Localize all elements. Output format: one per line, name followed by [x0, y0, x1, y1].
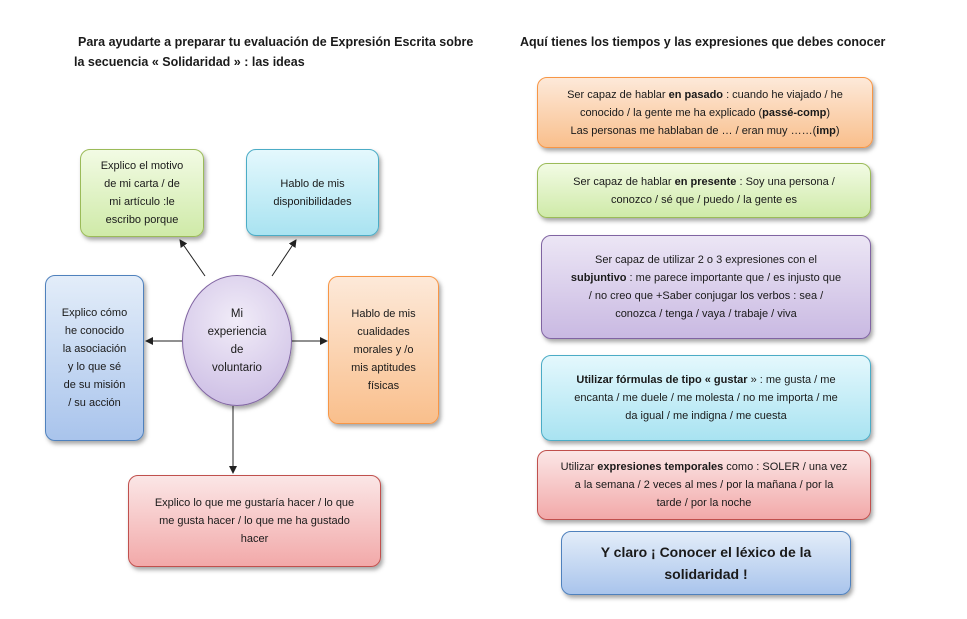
expr-pasado-line-2: conocido / la gente me ha explicado (pas… — [579, 106, 831, 119]
expr-presente-line-2: conozco / sé que / puedo / la gente es — [611, 193, 797, 206]
idea-gustaria-line-3: hacer — [240, 533, 269, 545]
idea-disponibilidades: Hablo de mis disponibilidades — [246, 149, 379, 236]
idea-motivo: Explico el motivo de mi carta / de mi ar… — [80, 149, 204, 237]
idea-disponibilidades-line-1: Hablo de mis — [280, 177, 345, 190]
expr-temporales: Utilizar expresiones temporales como : S… — [537, 450, 871, 520]
expr-lexico: Y claro ¡ Conocer el léxico de la solida… — [561, 531, 851, 595]
expr-temporales-line-2: a la semana / 2 veces al mes / por la ma… — [574, 479, 834, 491]
idea-cualidades: Hablo de mis cualidades morales y /o mis… — [328, 276, 439, 424]
center-line-4: voluntario — [212, 361, 262, 374]
expr-subjuntivo-line-2: subjuntivo : me parece importante que / … — [570, 272, 842, 284]
idea-asociacion-line-2: he conocido — [64, 325, 125, 337]
right-title: Aquí tienes los tiempos y las expresione… — [520, 32, 900, 52]
right-title-text: Aquí tienes los tiempos y las expresione… — [520, 35, 886, 49]
idea-gustaria-line-2: me gusta hacer / lo que me ha gustado — [159, 515, 350, 527]
idea-motivo-line-2: de mi carta / de — [104, 178, 180, 190]
expr-subjuntivo-line-4: conozca / tenga / vaya / trabaje / viva — [615, 308, 797, 320]
center-experiencia: Mi experiencia de voluntario — [182, 275, 292, 406]
expr-subjuntivo-line-1: Ser capaz de utilizar 2 o 3 expresiones … — [595, 254, 817, 266]
expr-gustar-line-2: encanta / me duele / me molesta / no me … — [574, 392, 838, 404]
expr-subjuntivo-line-3: / no creo que +Saber conjugar los verbos… — [588, 290, 824, 302]
idea-cualidades-line-4: mis aptitudes — [351, 362, 416, 374]
idea-asociacion-line-5: de su misión — [63, 379, 126, 391]
expr-temporales-line-1: Utilizar expresiones temporales como : S… — [560, 461, 848, 473]
idea-cualidades-line-5: físicas — [367, 380, 400, 392]
expr-subjuntivo: Ser capaz de utilizar 2 o 3 expresiones … — [541, 235, 871, 339]
arrow-to-top-left — [179, 239, 206, 277]
idea-cualidades-line-1: Hablo de mis — [351, 308, 416, 320]
idea-asociacion-line-1: Explico cómo — [61, 307, 128, 319]
expr-gustar: Utilizar fórmulas de tipo « gustar » : m… — [541, 355, 871, 441]
expr-gustar-line-1: Utilizar fórmulas de tipo « gustar » : m… — [576, 374, 836, 386]
arrow-to-top-right — [271, 239, 297, 277]
idea-motivo-line-1: Explico el motivo — [100, 160, 184, 172]
idea-gustaria-hacer: Explico lo que me gustaría hacer / lo qu… — [128, 475, 381, 567]
left-title-line-1: Para ayudarte a preparar tu evaluación d… — [78, 35, 474, 49]
idea-cualidades-line-2: cualidades — [357, 326, 410, 338]
idea-disponibilidades-line-2: disponibilidades — [273, 195, 352, 208]
idea-asociacion: Explico cómo he conocido la asociación y… — [45, 275, 144, 441]
center-line-2: experiencia — [207, 325, 267, 338]
left-title-line-2: la secuencia « Solidaridad » : las ideas — [74, 55, 305, 69]
idea-cualidades-line-3: morales y /o — [353, 344, 414, 356]
expr-pasado-line-1: Ser capaz de hablar en pasado : cuando h… — [567, 88, 843, 101]
left-title: Para ayudarte a preparar tu evaluación d… — [74, 32, 494, 72]
expr-temporales-line-3: tarde / por la noche — [656, 497, 752, 509]
center-line-3: de — [230, 343, 244, 356]
idea-asociacion-line-6: / su acción — [68, 397, 121, 409]
idea-asociacion-line-4: y lo que sé — [67, 361, 122, 373]
idea-motivo-line-3: mi artículo :le — [109, 196, 175, 208]
expr-lexico-line-1: Y claro ¡ Conocer el léxico de la — [600, 544, 812, 560]
center-line-1: Mi — [230, 307, 244, 320]
expr-presente-line-1: Ser capaz de hablar en presente : Soy un… — [573, 175, 835, 188]
expr-presente: Ser capaz de hablar en presente : Soy un… — [537, 163, 871, 218]
idea-gustaria-line-1: Explico lo que me gustaría hacer / lo qu… — [154, 497, 355, 509]
idea-asociacion-line-3: la asociación — [62, 343, 127, 355]
expr-pasado-line-3: Las personas me hablaban de … / eran muy… — [570, 124, 840, 137]
idea-motivo-line-4: escribo porque — [105, 214, 179, 226]
expr-lexico-line-2: solidaridad ! — [664, 566, 748, 582]
expr-pasado: Ser capaz de hablar en pasado : cuando h… — [537, 77, 873, 148]
expr-gustar-line-3: da igual / me indigna / me cuesta — [625, 410, 787, 422]
